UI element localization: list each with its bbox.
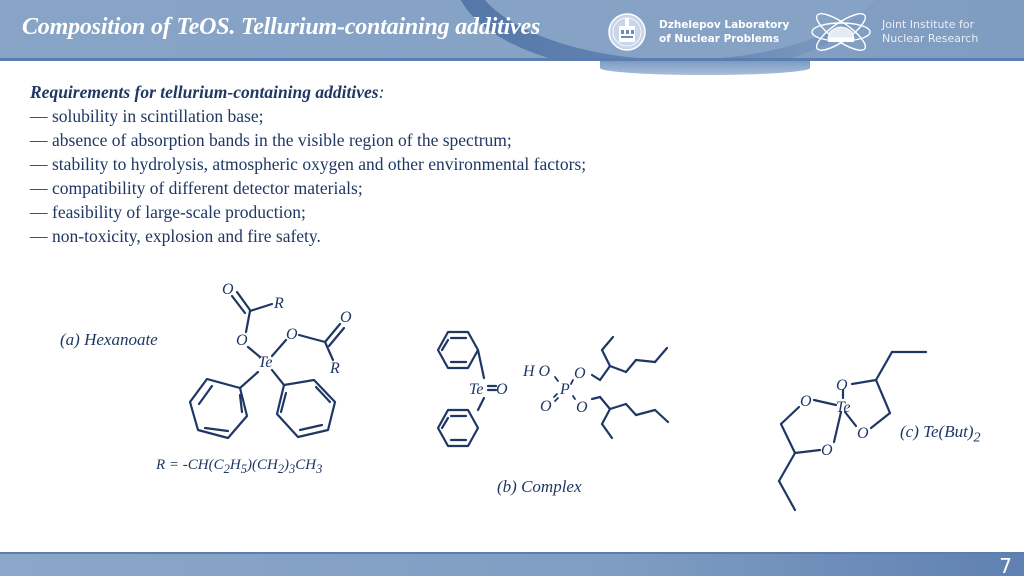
header-underswoosh: [600, 61, 810, 75]
requirements-title-colon: :: [378, 82, 385, 102]
requirements-heading: Requirements for tellurium-containing ad…: [30, 80, 586, 104]
r-def-sub: 2: [277, 462, 285, 476]
requirement-text: compatibility of different detector mate…: [52, 178, 363, 198]
atom-te: Te: [258, 354, 273, 371]
atom-o: O: [236, 332, 248, 349]
atom-o: O: [576, 399, 588, 416]
atom-te: Te: [469, 381, 484, 398]
requirement-text: non-toxicity, explosion and fire safety.: [52, 226, 321, 246]
requirement-text: stability to hydrolysis, atmospheric oxy…: [52, 154, 587, 174]
atom-o: O: [286, 326, 298, 343]
requirements-title: Requirements for tellurium-containing ad…: [30, 82, 379, 102]
atom-o: O: [340, 309, 352, 326]
requirement-item: —feasibility of large-scale production;: [30, 200, 586, 224]
dlnp-emblem-icon: [608, 13, 646, 51]
requirement-text: feasibility of large-scale production;: [52, 202, 306, 222]
dlnp-name-line2: of Nuclear Problems: [659, 33, 780, 45]
slide-header: Composition of TeOS. Tellurium-containin…: [0, 0, 1024, 61]
dash: —: [30, 154, 48, 174]
requirement-item: —compatibility of different detector mat…: [30, 176, 586, 200]
complex-label: (b) Complex: [497, 477, 582, 496]
page-number: 7: [999, 554, 1012, 576]
r-def-text: ): [284, 457, 290, 473]
requirement-item: —non-toxicity, explosion and fire safety…: [30, 224, 586, 248]
complex-tellurium-oxide: [436, 330, 498, 448]
dash: —: [30, 178, 48, 198]
dash: —: [30, 202, 48, 222]
atom-labels: O R O O O Te R Te O H O O P O O O O Te O…: [222, 281, 869, 459]
atom-o: O: [800, 393, 812, 410]
atom-o: O: [540, 398, 552, 415]
r-def-sub: 2: [223, 462, 230, 476]
dash: —: [30, 226, 48, 246]
requirement-text: solubility in scintillation base;: [52, 106, 264, 126]
atom-o: O: [857, 425, 869, 442]
atom-p: P: [559, 381, 570, 398]
slide-title: Composition of TeOS. Tellurium-containin…: [22, 14, 541, 40]
atom-o: O: [821, 442, 833, 459]
atom-o: O: [836, 377, 848, 394]
hexanoate-structure: [188, 290, 346, 440]
atom-r: R: [329, 360, 340, 377]
requirement-item: —absence of absorption bands in the visi…: [30, 128, 586, 152]
jinr-atom-icon: [811, 13, 871, 51]
r-def-sub: 3: [289, 462, 296, 476]
jinr-name-line1: Joint Institute for: [882, 18, 975, 31]
r-def-text: CH: [295, 457, 317, 473]
complex-phosphate: [553, 335, 670, 440]
te-but-label-main: (c) Te(But): [900, 422, 974, 441]
hexanoate-label: (a) Hexanoate: [60, 330, 158, 349]
dlnp-logo: Dzhelepov Laboratory of Nuclear Problems: [605, 12, 789, 52]
te-butanediolate-structure: [777, 350, 928, 512]
dlnp-name-line1: Dzhelepov Laboratory: [659, 19, 790, 31]
te-but-label: (c) Te(But)2: [900, 422, 981, 446]
atom-o: O: [574, 365, 586, 382]
r-def-sub: 3: [316, 462, 323, 476]
atom-r: R: [273, 295, 284, 312]
r-def-text: H: [229, 457, 241, 473]
jinr-logo: Joint Institute for Nuclear Research: [810, 12, 978, 52]
slide-footer: 7: [0, 552, 1024, 576]
r-def-sub: 5: [240, 462, 247, 476]
requirement-item: —stability to hydrolysis, atmospheric ox…: [30, 152, 586, 176]
r-group-definition: R = -CH(C2H5)(CH2)3CH3: [156, 457, 322, 477]
atom-o: O: [496, 381, 508, 398]
dash: —: [30, 106, 48, 126]
jinr-name-line2: Nuclear Research: [882, 32, 979, 45]
r-def-text: )(CH: [246, 457, 278, 473]
header-divider: [0, 58, 1024, 61]
requirement-text: absence of absorption bands in the visib…: [52, 130, 512, 150]
dash: —: [30, 130, 48, 150]
requirement-item: —solubility in scintillation base;: [30, 104, 586, 128]
te-but-label-sub: 2: [973, 429, 981, 446]
r-def-prefix: R = -CH(C: [156, 457, 224, 473]
atom-te: Te: [836, 399, 851, 416]
atom-o: O: [222, 281, 234, 298]
requirements-block: Requirements for tellurium-containing ad…: [30, 80, 586, 248]
atom-ho: H O: [522, 363, 551, 380]
